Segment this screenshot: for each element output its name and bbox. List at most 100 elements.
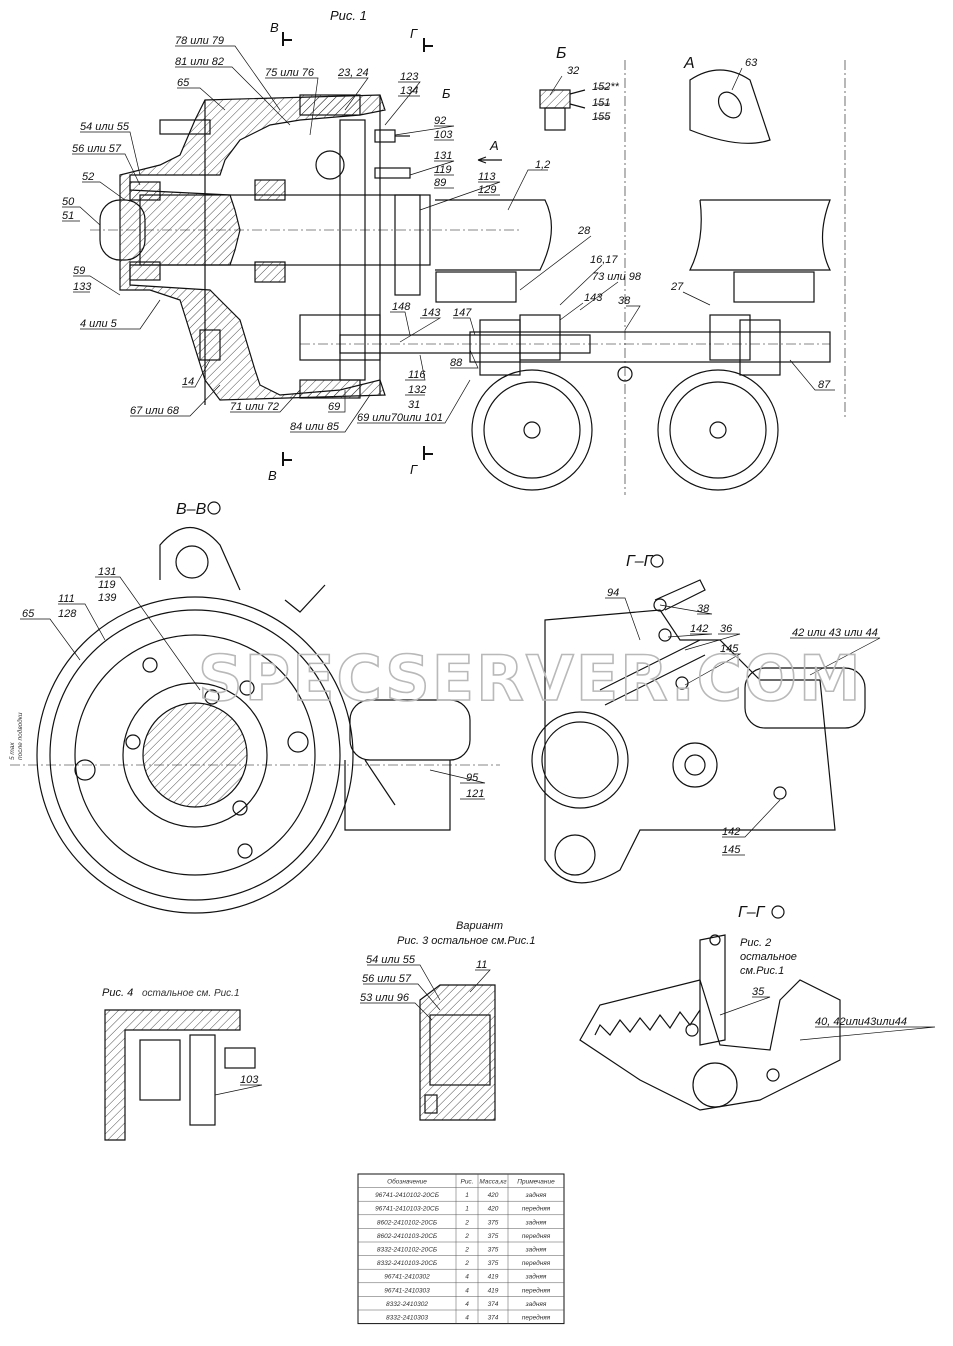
view-a-slot: [717, 91, 743, 119]
callout-31: 31: [408, 399, 420, 411]
parts-table-header-cell: Рис.: [460, 1179, 473, 1186]
spring-pad-left: [435, 271, 517, 303]
fig4-roller: [139, 1039, 181, 1101]
section-v-top-label: В: [270, 20, 279, 35]
gg-pin-bottom: [773, 786, 787, 800]
frame-left: [435, 199, 553, 271]
callout-151: 151: [592, 97, 610, 109]
fig4-title: Рис. 4: [102, 987, 133, 999]
fig4-shield: [189, 1034, 216, 1126]
view-b-wire: [569, 89, 586, 109]
parts-table-cell: 4: [465, 1287, 469, 1294]
callout-78: 78 или 79: [175, 35, 224, 47]
fig3-hub-section: [419, 984, 496, 1121]
callout-119: 119: [434, 164, 452, 176]
callout-56: 56 или 57: [72, 143, 122, 155]
gg-axle-tube-inner: [541, 721, 619, 799]
gg-callout-94: 94: [607, 587, 619, 599]
gg-bracket-outline: [544, 609, 836, 884]
parts-table-cell: передняя: [522, 1205, 551, 1213]
parts-table-cell: задняя: [525, 1273, 547, 1281]
vv-bolt-2: [204, 689, 220, 705]
callout-148: 148: [392, 301, 411, 313]
flange: [394, 194, 421, 296]
brake-chamber-left-inner: [483, 381, 581, 479]
brake-shield: [339, 119, 366, 381]
parts-table-cell: 8602-2410103-20СБ: [377, 1233, 437, 1240]
vv-side-note-2: после подводки: [16, 712, 24, 760]
bleed-screw: [374, 129, 396, 143]
parts-table-cell: 1: [465, 1192, 469, 1199]
expander-roller: [315, 150, 345, 180]
vv-bolt-6: [125, 734, 141, 750]
section-vv-rotation-mark: [207, 501, 221, 515]
vv-anchor-pin: [74, 759, 96, 781]
parts-table-cell: задняя: [525, 1191, 547, 1199]
callout-116: 116: [408, 369, 426, 381]
gg-callout-145b: 145: [722, 844, 741, 856]
callout-4-5: 4 или 5: [80, 318, 118, 330]
gg-callout-42-44: 42 или 43 или 44: [792, 627, 878, 639]
brake-shoe-bottom: [299, 379, 361, 399]
fig4-housing: [104, 1009, 241, 1141]
view-b-detail: Б 32 152** 151 155: [539, 45, 620, 131]
callout-147: 147: [453, 307, 472, 319]
vv-axle-section: [142, 702, 248, 808]
parts-table-cell: задняя: [525, 1218, 547, 1226]
figure-1-assembly: Рис. 1 В Г В Г Б А: [62, 8, 846, 495]
callout-14: 14: [182, 376, 194, 388]
fig3-bearing: [429, 1014, 491, 1086]
gg-callout-36: 36: [720, 623, 733, 635]
callout-103: 103: [434, 129, 453, 141]
brake-chamber-right-outer: [657, 369, 779, 491]
vv-callout-65: 65: [22, 608, 35, 620]
vv-top-lug-hole: [175, 545, 209, 579]
vv-callout-131: 131: [98, 566, 116, 578]
callout-23-24: 23, 24: [337, 67, 369, 79]
axle-tube: [469, 331, 831, 363]
callout-67-68: 67 или 68: [130, 405, 180, 417]
callout-143b: 143: [584, 292, 603, 304]
parts-table-cell: 96741-2410103-20СБ: [375, 1206, 439, 1213]
fig3-title-line1: Вариант: [456, 920, 503, 932]
inner-bearing-top: [254, 179, 286, 201]
gg2-lever: [699, 934, 726, 1046]
gg-slack-adjuster: [672, 742, 718, 788]
parts-table-cell: 419: [488, 1274, 499, 1281]
parts-table-cell: 8332-2410302: [386, 1301, 428, 1308]
callout-75: 75 или 76: [265, 67, 315, 79]
vv-leader-lines: [20, 576, 486, 800]
vv-side-note: 5 тах после подводки: [9, 712, 24, 760]
gg-leader-lines: [605, 597, 881, 856]
gg2-outline: [579, 979, 841, 1111]
view-b-body: [539, 89, 571, 109]
gg-pin-38: [653, 598, 667, 612]
callout-54: 54 или 55: [80, 121, 130, 133]
parts-table-cell: задняя: [525, 1246, 547, 1254]
gg-callout-145: 145: [720, 643, 739, 655]
fig2-title-line1: Рис. 2: [740, 937, 771, 949]
camshaft-bracket: [299, 314, 381, 361]
callout-69-70-101: 69 или70или 101: [357, 412, 443, 424]
section-gg2-title: Г–Г: [738, 904, 766, 921]
callout-73-98: 73 или 98: [592, 271, 642, 283]
gg2-callout-35: 35: [752, 986, 765, 998]
vv-pushrod: [364, 759, 396, 806]
sensor-body: [374, 167, 411, 179]
parts-table-cell: 375: [488, 1233, 499, 1240]
view-a-arrow: [477, 156, 502, 164]
callout-133: 133: [73, 281, 92, 293]
section-v-bottom-label: В: [268, 468, 277, 483]
parts-table-cell: 374: [488, 1315, 499, 1322]
parts-table-cell: передняя: [522, 1314, 551, 1322]
parts-table-cell: 2: [464, 1219, 469, 1226]
gg2-hub: [692, 1062, 738, 1108]
parts-table-cell: 96741-2410303: [384, 1287, 430, 1294]
gg-callout-142: 142: [690, 623, 708, 635]
parts-table-cell: 375: [488, 1247, 499, 1254]
vv-side-note-1: 5 тах: [9, 742, 16, 760]
parts-table-cell: 4: [465, 1274, 469, 1281]
parts-table-cell: 419: [488, 1287, 499, 1294]
view-b-marker-label: Б: [442, 86, 451, 101]
